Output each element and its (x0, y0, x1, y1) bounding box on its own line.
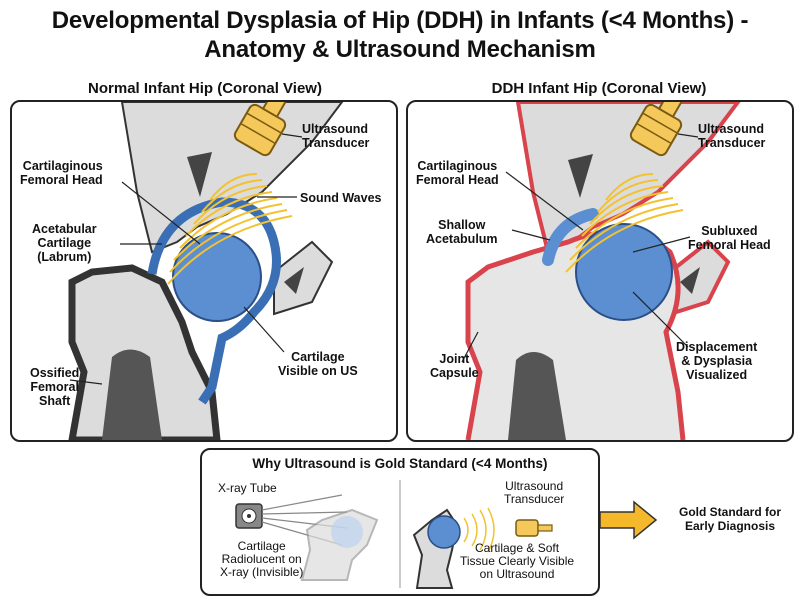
subluxed-femoral-head (575, 223, 673, 321)
ddh-label-subluxed-head: Subluxed Femoral Head (688, 224, 771, 252)
femur-shaft-dark (102, 349, 162, 440)
title-line-1: Developmental Dysplasia of Hip (DDH) in … (51, 7, 749, 34)
us-transducer-label: Ultrasound Transducer (504, 479, 565, 506)
ddh-femur-shaft (508, 352, 566, 440)
ddh-label-joint-capsule: Joint Capsule (430, 352, 479, 380)
us-sound-waves (463, 507, 495, 553)
gold-standard-label: Gold Standard for Early Diagnosis (679, 505, 781, 533)
gold-standard-arrow-icon (600, 500, 658, 540)
normal-hip-illustration (68, 102, 344, 440)
femoral-head (172, 232, 262, 322)
pubic-dark-notch (284, 267, 304, 294)
ddh-label-displacement: Displacement & Dysplasia Visualized (676, 340, 758, 382)
ddh-pelvis-notch (568, 154, 593, 198)
normal-hip-panel: Ultrasound Transducer Sound Waves Cartil… (10, 100, 398, 442)
comparison-illustration (235, 480, 553, 589)
ddh-sound-waves (565, 173, 684, 273)
ddh-label-femoral-head: Cartilaginous Femoral Head (416, 159, 499, 187)
normal-label-cartilage-visible: Cartilage Visible on US (278, 350, 358, 378)
ddh-ultrasound-transducer (629, 102, 687, 157)
us-small-transducer (515, 519, 553, 537)
shallow-acetabulum (542, 208, 599, 266)
normal-label-transducer: Ultrasound Transducer (302, 122, 370, 150)
normal-label-femoral-head: Cartilaginous Femoral Head (20, 159, 103, 187)
us-femoral-head (427, 515, 461, 549)
comparison-heading: Why Ultrasound is Gold Standard (<4 Mont… (252, 456, 548, 471)
normal-label-femoral-shaft: Ossified Femoral Shaft (30, 366, 80, 408)
acetabular-cartilage (147, 197, 281, 405)
leader-lines (69, 133, 303, 385)
ddh-hip-illustration (461, 102, 741, 440)
normal-hip-heading: Normal Infant Hip (Coronal View) (88, 80, 322, 97)
ddh-leader-lines (461, 133, 699, 363)
xray-faded-head (331, 516, 363, 548)
ddh-label-shallow-acetabulum: Shallow Acetabulum (426, 218, 498, 246)
pubic-bone (273, 240, 334, 316)
xray-tube-icon (235, 503, 263, 529)
xray-caption: Cartilage Radiolucent on X-ray (Invisibl… (220, 539, 304, 579)
xray-tube-label: X-ray Tube (218, 481, 277, 495)
main-title: Developmental Dysplasia of Hip (DDH) in … (0, 6, 800, 64)
title-line-2: Anatomy & Ultrasound Mechanism (204, 36, 596, 63)
ddh-hip-panel: Ultrasound Transducer Cartilaginous Femo… (406, 100, 794, 442)
normal-label-acetabular-cartilage: Acetabular Cartilage (Labrum) (32, 222, 97, 264)
normal-label-sound-waves: Sound Waves (300, 191, 382, 205)
ddh-pubic-notch (680, 267, 700, 294)
comparison-box: Why Ultrasound is Gold Standard (<4 Mont… (200, 448, 600, 596)
ultrasound-transducer (233, 102, 291, 157)
sound-waves (167, 173, 293, 285)
ddh-label-transducer: Ultrasound Transducer (698, 122, 766, 150)
ddh-hip-heading: DDH Infant Hip (Coronal View) (491, 80, 707, 97)
pelvis-dark-notch (187, 152, 212, 197)
us-caption: Cartilage & Soft Tissue Clearly Visible … (460, 541, 575, 581)
